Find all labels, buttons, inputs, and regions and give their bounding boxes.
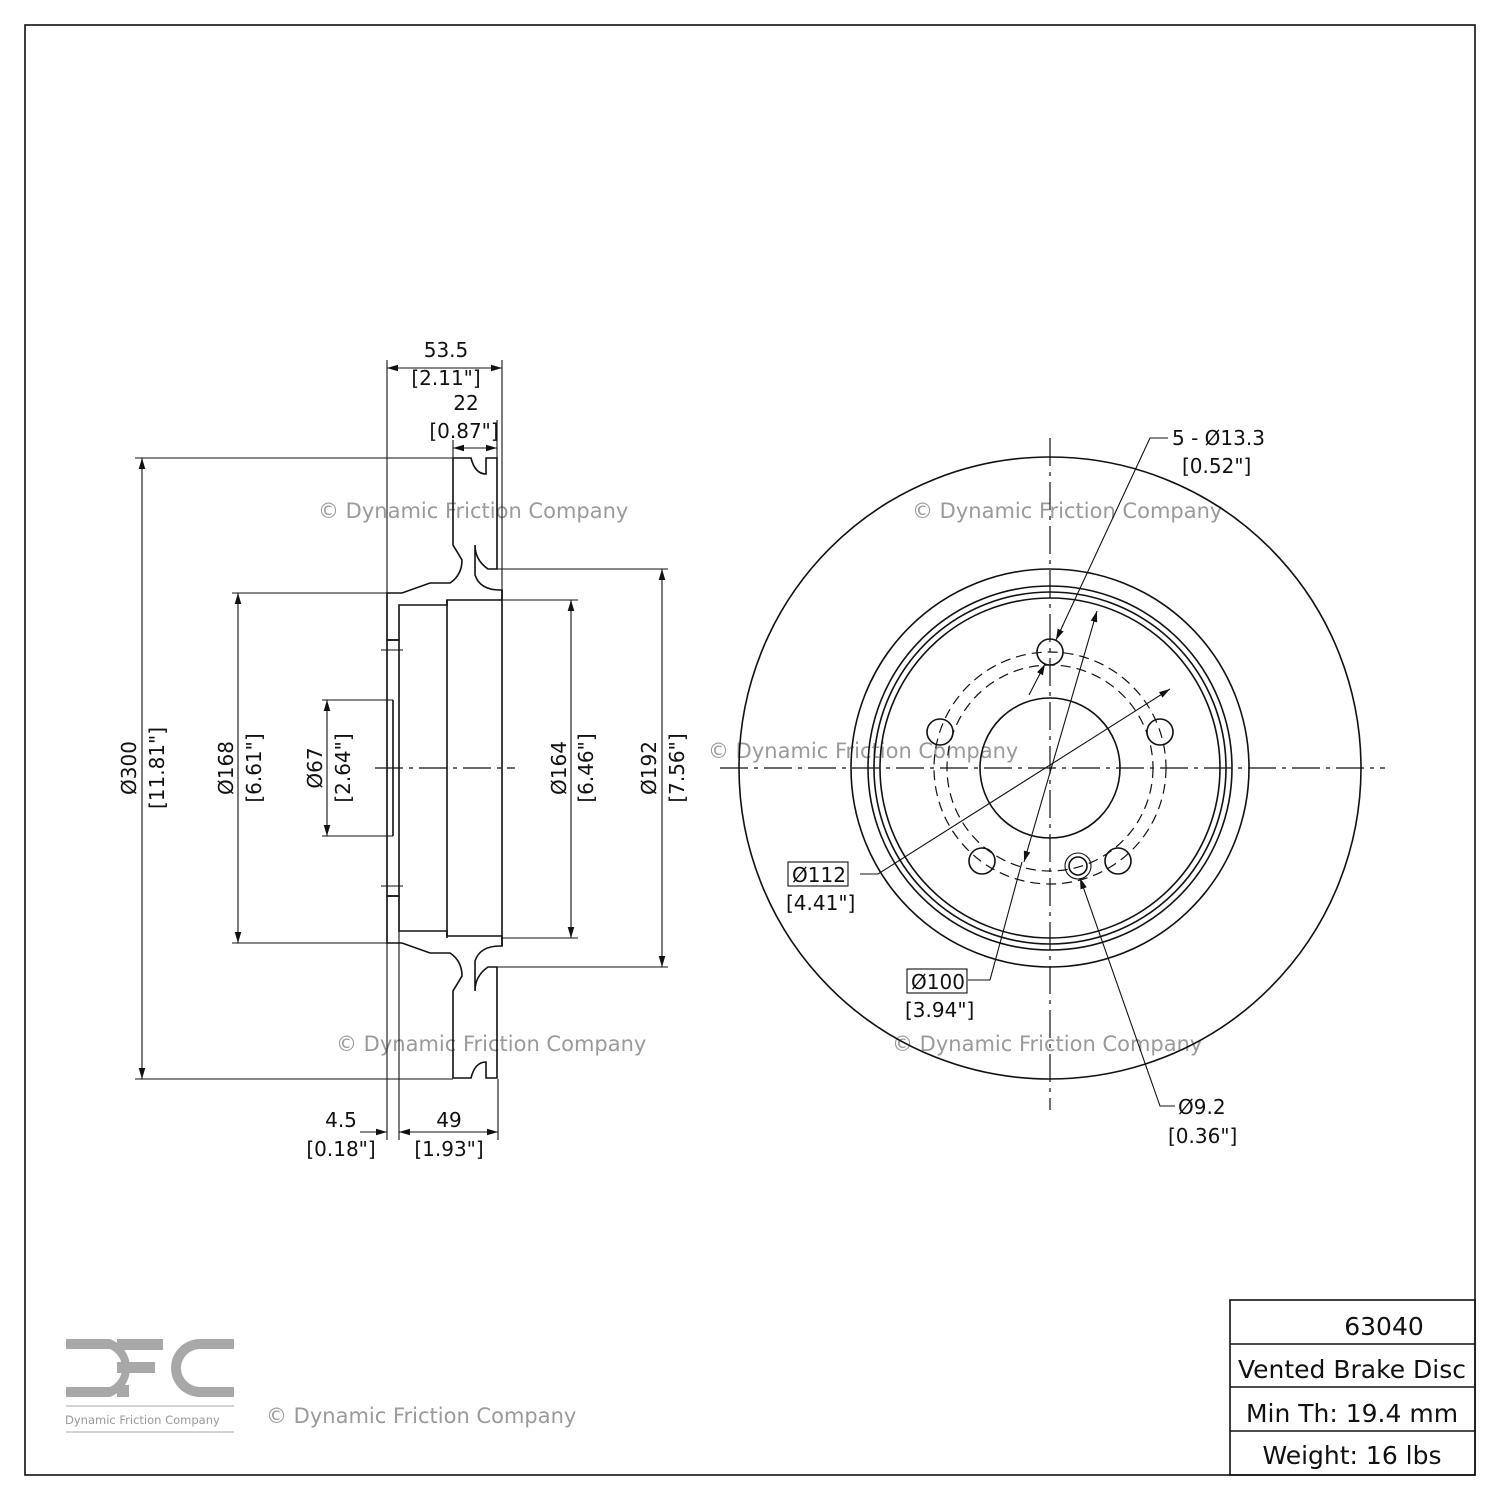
dim-disc-thickness-in: [0.87"] — [429, 419, 498, 443]
dim-locating-hole-in: [0.36"] — [1168, 1124, 1237, 1148]
dim-outer-diameter: Ø300 — [117, 741, 141, 795]
dim-hat-face-thickness: 4.5 — [325, 1108, 357, 1132]
dim-bolt-circle-in: [3.94"] — [905, 998, 974, 1022]
dfc-logo: Dynamic Friction Company — [65, 1339, 234, 1433]
friction-ring-bottom — [386, 895, 503, 1079]
logo-caption: Dynamic Friction Company — [65, 1413, 220, 1427]
title-block: 63040 Vented Brake Disc Min Th: 19.4 mm … — [1229, 1299, 1476, 1476]
dim-hat-height-in: [1.93"] — [414, 1137, 483, 1161]
dim-inner-hat-diameter-in: [6.46"] — [574, 733, 598, 802]
face-view — [720, 437, 1385, 1110]
weight: Weight: 16 lbs — [1262, 1441, 1441, 1470]
dim-disc-thickness: 22 — [453, 391, 478, 415]
dim-hat-diameter-in: [6.61"] — [242, 733, 266, 802]
watermark: © Dynamic Friction Company — [318, 499, 628, 523]
dim-outer-diameter-in: [11.81"] — [145, 727, 169, 809]
watermark: © Dynamic Friction Company — [708, 739, 1018, 763]
section-view — [135, 360, 668, 1140]
watermark: © Dynamic Friction Company — [336, 1032, 646, 1056]
dim-bolt-circle-outer: Ø112 — [792, 863, 846, 887]
friction-ring-top — [386, 457, 503, 641]
dim-bolt-holes: 5 - Ø13.3 — [1172, 426, 1265, 450]
dim-center-bore: Ø67 — [303, 747, 327, 788]
face-dimensions: 5 - Ø13.3 [0.52"] Ø112 [4.41"] Ø100 [3.9… — [786, 426, 1265, 1148]
dim-friction-inner-diameter: Ø192 — [637, 741, 661, 795]
dim-bolt-circle: Ø100 — [911, 970, 965, 994]
copyright: © Dynamic Friction Company — [266, 1404, 576, 1428]
part-description: Vented Brake Disc — [1238, 1355, 1466, 1384]
watermark: © Dynamic Friction Company — [892, 1032, 1202, 1056]
dim-locating-hole: Ø9.2 — [1178, 1095, 1226, 1119]
dim-friction-inner-diameter-in: [7.56"] — [665, 733, 689, 802]
watermark: © Dynamic Friction Company — [912, 499, 1222, 523]
dim-hat-diameter: Ø168 — [214, 741, 238, 795]
dim-bolt-circle-outer-in: [4.41"] — [786, 891, 855, 915]
dim-hat-height: 49 — [436, 1108, 461, 1132]
dim-hat-face-thickness-in: [0.18"] — [306, 1137, 375, 1161]
section-dimensions: 53.5 [2.11"] 22 [0.87"] Ø300 [11.81"] Ø1… — [117, 338, 689, 1161]
dim-bolt-holes-in: [0.52"] — [1182, 454, 1251, 478]
dim-overall-width-in: [2.11"] — [411, 366, 480, 390]
dim-center-bore-in: [2.64"] — [331, 733, 355, 802]
part-number: 63040 — [1344, 1312, 1424, 1341]
dim-overall-width: 53.5 — [424, 338, 469, 362]
dim-inner-hat-diameter: Ø164 — [547, 741, 571, 795]
sheet-border — [24, 24, 1476, 1476]
min-thickness: Min Th: 19.4 mm — [1246, 1399, 1458, 1428]
